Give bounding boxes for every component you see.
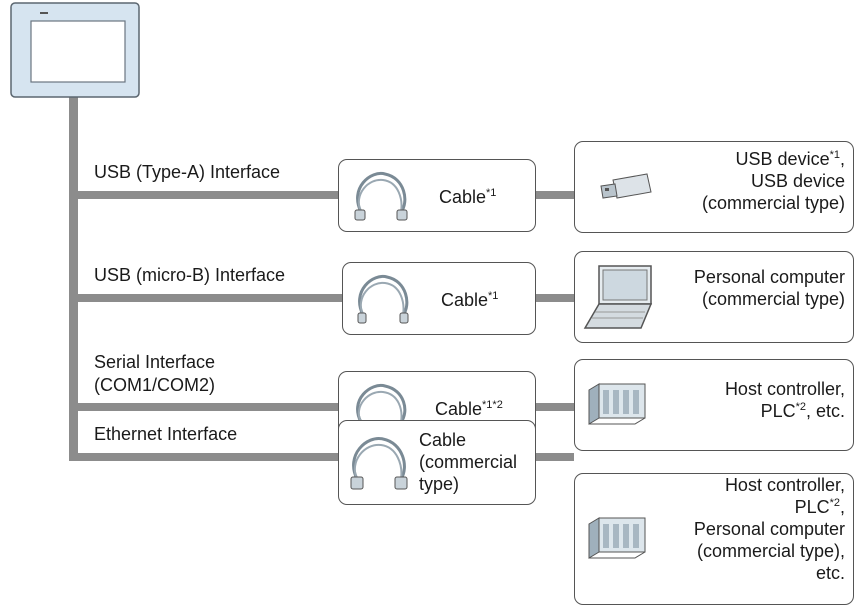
cable-label-serial: Cable*1*2 — [435, 399, 503, 419]
cable-label-ethernet: Cable (commercial type) — [419, 429, 517, 495]
device-line: PLC*2, etc. — [760, 401, 845, 421]
device-line: (commercial type) — [701, 193, 845, 213]
device-label-host-plc-pc: Host controller, PLC*2, Personal compute… — [694, 474, 845, 584]
cable-label-ethernet-line1: Cable — [419, 430, 467, 450]
branch-wire-usb-micro — [78, 294, 342, 302]
device-line: (commercial type), — [696, 541, 845, 561]
cable-label-usb-a: Cable*1 — [439, 187, 497, 207]
device-line: USB device — [750, 171, 845, 191]
interface-label-usb-type-a: USB (Type-A) Interface — [94, 162, 281, 182]
branch-wire-usb-a-2 — [536, 191, 574, 199]
cable-box-usb-a: Cable*1 — [338, 159, 536, 232]
device-label-host-plc: Host controller, PLC*2, etc. — [725, 378, 845, 422]
device-line: Host controller, — [724, 379, 845, 399]
branch-wire-serial-2 — [536, 403, 574, 411]
device-box-host-controller-ethernet: Host controller, PLC*2, Personal compute… — [574, 473, 854, 605]
hmi-panel-icon — [10, 2, 140, 98]
usb-stick-icon — [600, 173, 652, 199]
usb-cable-icon — [357, 274, 409, 324]
interface-label-serial-ports: (COM1/COM2) — [94, 375, 215, 395]
interface-label-usb-micro-b: USB (micro-B) Interface — [94, 265, 286, 285]
plc-icon — [588, 517, 646, 559]
ethernet-cable-icon — [350, 437, 408, 490]
cable-label-ethernet-line2: (commercial — [419, 452, 518, 472]
device-label-usb: USB device*1, USB device (commercial typ… — [702, 148, 845, 214]
branch-wire-serial — [78, 403, 338, 411]
branch-wire-usb-micro-2 — [536, 294, 574, 302]
branch-wire-ethernet — [78, 453, 338, 461]
device-line: Personal computer — [693, 267, 845, 287]
trunk-wire — [69, 97, 78, 461]
device-line: (commercial type) — [701, 289, 845, 309]
cable-box-ethernet: Cable (commercial type) — [338, 420, 536, 505]
cable-label-ethernet-line3: type) — [419, 474, 460, 494]
cable-box-usb-micro: Cable*1 — [342, 262, 536, 335]
device-line: Personal computer — [693, 519, 845, 539]
device-line: Host controller, — [724, 475, 845, 495]
interface-label-ethernet: Ethernet Interface — [94, 424, 238, 444]
branch-wire-ethernet-2 — [536, 453, 574, 461]
device-box-usb-device: USB device*1, USB device (commercial typ… — [574, 141, 854, 233]
device-line: USB device*1, — [735, 149, 845, 169]
branch-wire-usb-a — [78, 191, 338, 199]
device-box-personal-computer: Personal computer (commercial type) — [574, 251, 854, 343]
interface-label-serial: Serial Interface — [94, 352, 216, 372]
device-line: PLC*2, — [794, 497, 845, 517]
laptop-icon — [583, 265, 653, 329]
device-box-host-controller: Host controller, PLC*2, etc. — [574, 359, 854, 451]
cable-label-usb-micro: Cable*1 — [441, 290, 499, 310]
usb-cable-icon — [354, 171, 408, 221]
plc-icon — [588, 383, 646, 425]
device-line: etc. — [815, 563, 845, 583]
device-label-pc: Personal computer (commercial type) — [694, 266, 845, 310]
